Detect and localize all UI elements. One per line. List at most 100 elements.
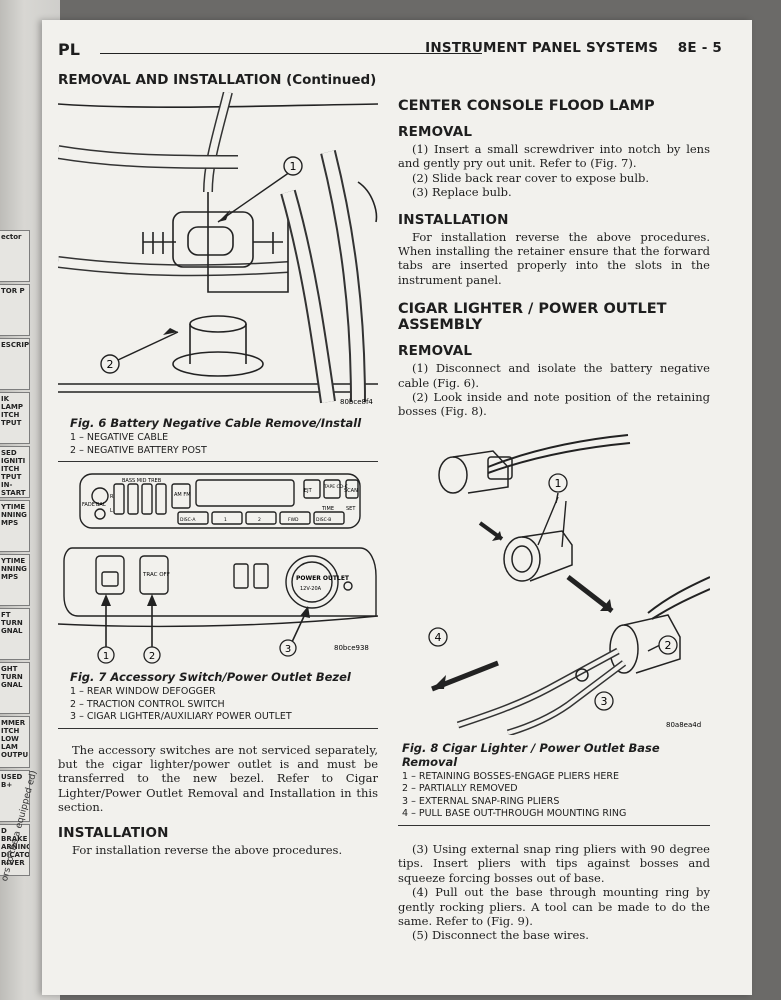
edge-tab: YTIME NNING MPS [0, 500, 30, 552]
callout-2: 2 [149, 651, 155, 662]
callout-1: 1 [555, 477, 562, 490]
callout-1: 1 [103, 651, 109, 662]
trac-off-label: TRAC OFF [142, 572, 170, 578]
edge-tab: USED B+ [0, 770, 30, 822]
step: (1) Insert a small screwdriver into notc… [398, 142, 710, 171]
radio-label-scan: SCAN [344, 488, 358, 494]
radio-label-am-fm: AM FM [174, 492, 191, 498]
divider [58, 461, 378, 462]
callout-3: 3 [601, 695, 608, 708]
step: (3) Using external snap ring pliers with… [398, 841, 710, 885]
legend-item: 2 – PARTIALLY REMOVED [402, 783, 518, 795]
header-model: PL [58, 40, 80, 59]
battery-cable-illustration: 1 2 80bce8f4 [56, 90, 379, 406]
figure-code: 80a8ea4d [666, 721, 701, 729]
figure-6-caption: Fig. 6 Battery Negative Cable Remove/Ins… [70, 416, 362, 430]
step: (5) Disconnect the base wires. [412, 928, 589, 943]
callout-circle [279, 639, 297, 657]
removal-heading: REMOVAL [398, 124, 473, 140]
preset-label: DISC-A [180, 517, 196, 523]
page-header: PL INSTRUMENT PANEL SYSTEMS 8E - 5 [58, 40, 722, 62]
edge-tab: IK LAMP ITCH TPUT [0, 392, 30, 444]
legend-item: 3 – EXTERNAL SNAP-RING PLIERS [402, 795, 560, 807]
switch-bezel-illustration: BASS MID TREB R FADE BAL L AM FM EJT TAP… [57, 473, 379, 664]
callout-2: 2 [665, 639, 672, 652]
edge-tab: YTIME NNING MPS [0, 554, 30, 606]
preset-label: 2 [258, 517, 261, 523]
callout-circle [283, 156, 303, 176]
preset-label: 1 [224, 517, 227, 523]
figure-7-legend: 1 – REAR WINDOW DEFOGGER 2 – TRACTION CO… [70, 686, 378, 724]
callout-circle [548, 473, 568, 493]
figure-6-legend: 1 – NEGATIVE CABLE 2 – NEGATIVE BATTERY … [70, 432, 378, 457]
right-column: CENTER CONSOLE FLOOD LAMP REMOVAL (1) In… [398, 98, 711, 943]
edge-tab: TOR P [0, 284, 30, 336]
header-section-page: INSTRUMENT PANEL SYSTEMS 8E - 5 [425, 40, 722, 56]
left-column: REMOVAL AND INSTALLATION (Continued) [56, 72, 379, 857]
legend-item: 3 – CIGAR LIGHTER/AUXILIARY POWER OUTLET [70, 711, 292, 722]
removal-heading: REMOVAL [398, 343, 473, 360]
figure-code: 80bce938 [334, 644, 369, 652]
radio-label-eq: BASS MID TREB [122, 478, 162, 484]
radio-label-fade: FADE [82, 502, 95, 508]
radio-label-bal: BAL [96, 502, 106, 508]
step: (2) Slide back rear cover to expose bulb… [412, 170, 650, 185]
edge-tab: FT TURN GNAL [0, 608, 30, 660]
callout-2: 2 [107, 358, 114, 371]
figure-7-caption: Fig. 7 Accessory Switch/Power Outlet Bez… [70, 670, 351, 684]
preset-label: FWD [288, 517, 299, 523]
figure-7: BASS MID TREB R FADE BAL L AM FM EJT TAP… [57, 466, 379, 664]
edge-tab: GHT TURN GNAL [0, 662, 30, 714]
figure-code: 80bce8f4 [340, 398, 373, 406]
section-title: REMOVAL AND INSTALLATION (Continued) [58, 72, 377, 88]
callout-4: 4 [435, 631, 442, 644]
figure-8-legend: 1 – RETAINING BOSSES-ENGAGE PLIERS HERE … [402, 771, 710, 821]
divider [58, 727, 378, 729]
step: (4) Pull out the base through mounting r… [398, 885, 710, 928]
step: (2) Look inside and note position of the… [398, 390, 710, 419]
legend-item: 2 – TRACTION CONTROL SWITCH [70, 698, 225, 710]
radio-label-eject: EJT [304, 488, 313, 494]
divider [398, 824, 710, 826]
flood-lamp-title: CENTER CONSOLE FLOOD LAMP [398, 98, 655, 114]
figure-8-caption: Fig. 8 Cigar Lighter / Power Outlet Base… [402, 740, 660, 769]
step: (3) Replace bulb. [412, 185, 512, 200]
callout-circle [594, 691, 614, 711]
figure-8: 1 2 3 4 80a8ea4d [398, 427, 711, 737]
header-rule [100, 53, 482, 54]
lighter-title: CIGAR LIGHTER / POWER OUTLET ASSEMBLY [398, 301, 667, 334]
body-paragraph: The accessory switches are not serviced … [58, 742, 378, 815]
manual-page: PL INSTRUMENT PANEL SYSTEMS 8E - 5 REMOV… [42, 20, 752, 995]
callout-circle [97, 646, 115, 664]
callout-circle [428, 627, 448, 647]
callout-1: 1 [290, 160, 297, 173]
legend-item: 1 – NEGATIVE CABLE [70, 432, 169, 443]
radio-label-set: SET [346, 506, 356, 512]
edge-tab: MMER ITCH LOW LAM OUTPU [0, 716, 30, 768]
figure-6: 1 2 80bce8f4 [56, 90, 379, 410]
outlet-rating: 12V-20A [300, 586, 322, 592]
edge-tab: ector [0, 230, 30, 282]
radio-label-tape: TAPE CD-C [323, 484, 348, 490]
installation-text: For installation reverse the above proce… [398, 229, 710, 287]
lighter-base-removal-illustration: 1 2 3 4 80a8ea4d [428, 433, 711, 737]
callout-circle [658, 635, 678, 655]
radio-label-r: R [110, 494, 114, 500]
power-outlet-label: POWER OUTLET [296, 575, 350, 582]
callout-circle [143, 646, 161, 664]
edge-tab: SED IGNITI ITCH TPUT IN-START [0, 446, 30, 498]
callout-circle [100, 354, 120, 374]
step: (1) Disconnect and isolate the battery n… [398, 361, 710, 390]
legend-item: 1 – RETAINING BOSSES-ENGAGE PLIERS HERE [402, 770, 619, 782]
callout-3: 3 [285, 644, 291, 655]
installation-text: For installation reverse the above proce… [72, 842, 343, 857]
edge-tab-list: ector TOR P ESCRIPTI IK LAMP ITCH TPUT S… [0, 230, 32, 878]
legend-item: 2 – NEGATIVE BATTERY POST [70, 444, 207, 456]
radio-label-l: L [110, 508, 113, 514]
legend-item: 4 – PULL BASE OUT-THROUGH MOUNTING RING [402, 808, 627, 820]
preset-label: DISC-B [316, 517, 331, 523]
legend-item: 1 – REAR WINDOW DEFOGGER [70, 686, 216, 697]
edge-tab: ESCRIPTI [0, 338, 30, 390]
installation-heading: INSTALLATION [58, 824, 169, 841]
